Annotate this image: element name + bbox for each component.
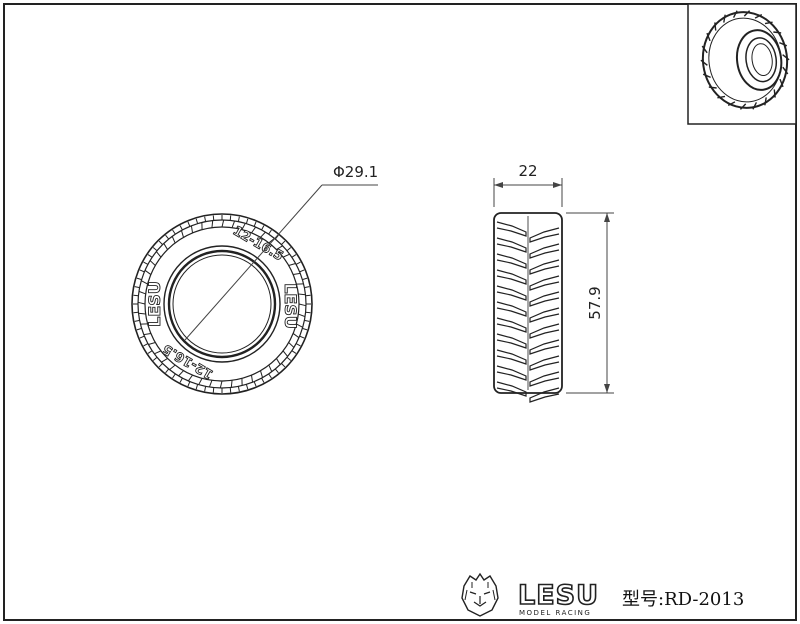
model-number-label: 型号:RD-2013 xyxy=(622,589,744,610)
drawing-frame xyxy=(3,3,797,621)
tire-side-view: 22 57.9 xyxy=(493,162,614,403)
width-dimension-label: 22 xyxy=(518,162,537,180)
title-brand-logo: LESU xyxy=(518,580,599,611)
diameter-leader-line xyxy=(184,184,323,341)
lion-logo xyxy=(461,572,499,617)
diameter-dimension-label: Φ29.1 xyxy=(333,163,378,181)
tire-3d-preview xyxy=(687,3,797,125)
tire-outer-edge xyxy=(131,213,313,395)
rim-edge xyxy=(163,245,281,363)
height-dimension-label: 57.9 xyxy=(586,286,604,319)
sidewall-brand-right: LESU xyxy=(281,283,300,329)
tire-front-view: 12-16.5 LESU LESU 12-16.5 Φ29.1 xyxy=(131,163,378,395)
sidewall-brand-left: LESU xyxy=(145,281,164,327)
title-brand-sub: MODEL RACING xyxy=(519,609,591,617)
title-block: LESU MODEL RACING 型号:RD-2013 xyxy=(461,572,744,617)
